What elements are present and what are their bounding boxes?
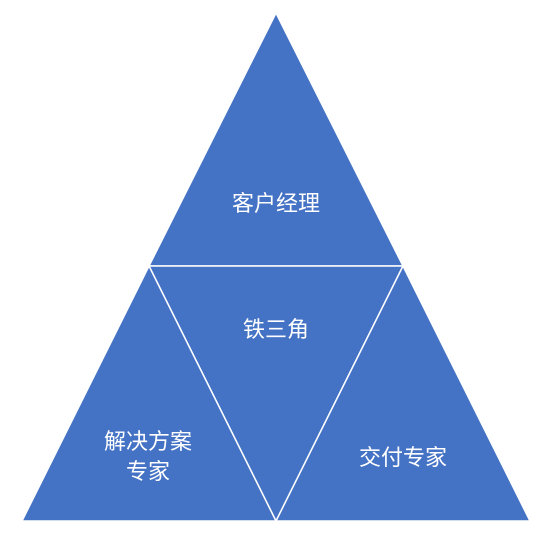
top-triangle — [147, 11, 405, 267]
bottom-left-triangle — [20, 264, 278, 522]
bottom-right-label: 交付专家 — [359, 446, 447, 471]
center-label: 铁三角 — [243, 318, 309, 343]
top-label: 客户经理 — [232, 192, 320, 217]
bottom-left-label-line1: 解决方案 — [104, 430, 192, 455]
bottom-left-label-line2: 专家 — [126, 460, 170, 485]
bottom-right-triangle — [274, 264, 532, 522]
